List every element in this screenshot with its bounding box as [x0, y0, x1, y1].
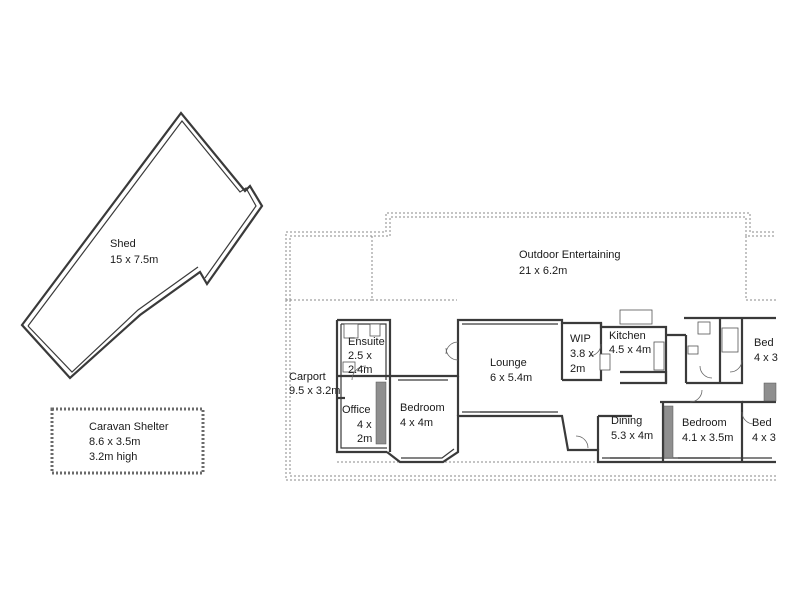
- room-labels: Ensuite 2.5 x 2.4m Office 4 x 2m Bedroom…: [342, 330, 778, 445]
- kitchen-bench-icon: [619, 309, 653, 325]
- outdoor-entertaining-outline: [285, 212, 776, 300]
- house: Outdoor Entertaining 21 x 6.2m Carport 9…: [285, 212, 778, 481]
- ensuite-size-b: 2.4m: [348, 364, 372, 376]
- bedroom-robe: [663, 405, 674, 459]
- caravan-shelter-size: 8.6 x 3.5m: [89, 436, 140, 448]
- dining-size: 5.3 x 4m: [611, 430, 653, 442]
- kitchen-label: Kitchen: [609, 330, 646, 342]
- bed-right-bottom-size: 4 x 3: [752, 432, 776, 444]
- fridge-icon: [599, 353, 611, 371]
- bed-right-top-label: Bed: [754, 337, 774, 349]
- shed-size: 15 x 7.5m: [110, 254, 158, 266]
- bedroom2-label: Bedroom: [682, 417, 727, 429]
- wip-size-b: 2m: [570, 363, 585, 375]
- interior-walls: [337, 318, 776, 462]
- dining-label: Dining: [611, 415, 642, 427]
- wip-label: WIP: [570, 333, 591, 345]
- wip-size-a: 3.8 x: [570, 348, 594, 360]
- kitchen-size: 4.5 x 4m: [609, 344, 651, 356]
- lounge-size: 6 x 5.4m: [490, 372, 532, 384]
- office-robe: [375, 381, 387, 445]
- lounge-label: Lounge: [490, 357, 527, 369]
- bath-icon: [721, 327, 739, 353]
- outdoor-entertaining-label: Outdoor Entertaining: [519, 249, 621, 261]
- carport-outline: [285, 300, 776, 481]
- outdoor-entertaining-size: 21 x 6.2m: [519, 265, 567, 277]
- office-size-b: 2m: [357, 433, 372, 445]
- caravan-shelter-height: 3.2m high: [89, 451, 137, 463]
- outdoor-entertaining: Outdoor Entertaining 21 x 6.2m: [285, 212, 776, 301]
- shed-label: Shed: [110, 238, 136, 250]
- carport: Carport 9.5 x 3.2m: [285, 300, 776, 481]
- carport-size: 9.5 x 3.2m: [289, 385, 340, 397]
- toilet-icon: [369, 323, 381, 337]
- caravan-shelter-outline: [50, 407, 205, 475]
- shed-inner-walls: [27, 120, 257, 327]
- bed-right-bottom-label: Bed: [752, 417, 772, 429]
- fixtures: [342, 309, 777, 459]
- ensuite-label: Ensuite: [348, 336, 385, 348]
- shower-icon: [343, 323, 359, 339]
- shed-walls: [20, 111, 264, 380]
- office-label: Office: [342, 404, 371, 416]
- bedroom1-label: Bedroom: [400, 402, 445, 414]
- vanity-icon: [687, 345, 699, 355]
- bedroom1-size: 4 x 4m: [400, 417, 433, 429]
- stove-icon: [653, 341, 665, 371]
- ensuite-size-a: 2.5 x: [348, 350, 372, 362]
- doors: [351, 341, 755, 449]
- bedroom2-size: 4.1 x 3.5m: [682, 432, 733, 444]
- caravan-shelter-label: Caravan Shelter: [89, 421, 169, 433]
- carport-label: Carport: [289, 371, 326, 383]
- vanity-icon: [342, 361, 356, 373]
- shed: Shed 15 x 7.5m: [20, 111, 264, 380]
- windows: [398, 379, 730, 459]
- office-size-a: 4 x: [357, 419, 372, 431]
- caravan-shelter: Caravan Shelter 8.6 x 3.5m 3.2m high: [50, 407, 205, 475]
- bed-right-top-size: 4 x 3: [754, 352, 778, 364]
- bed-robe: [763, 382, 777, 402]
- toilet-icon: [697, 321, 711, 335]
